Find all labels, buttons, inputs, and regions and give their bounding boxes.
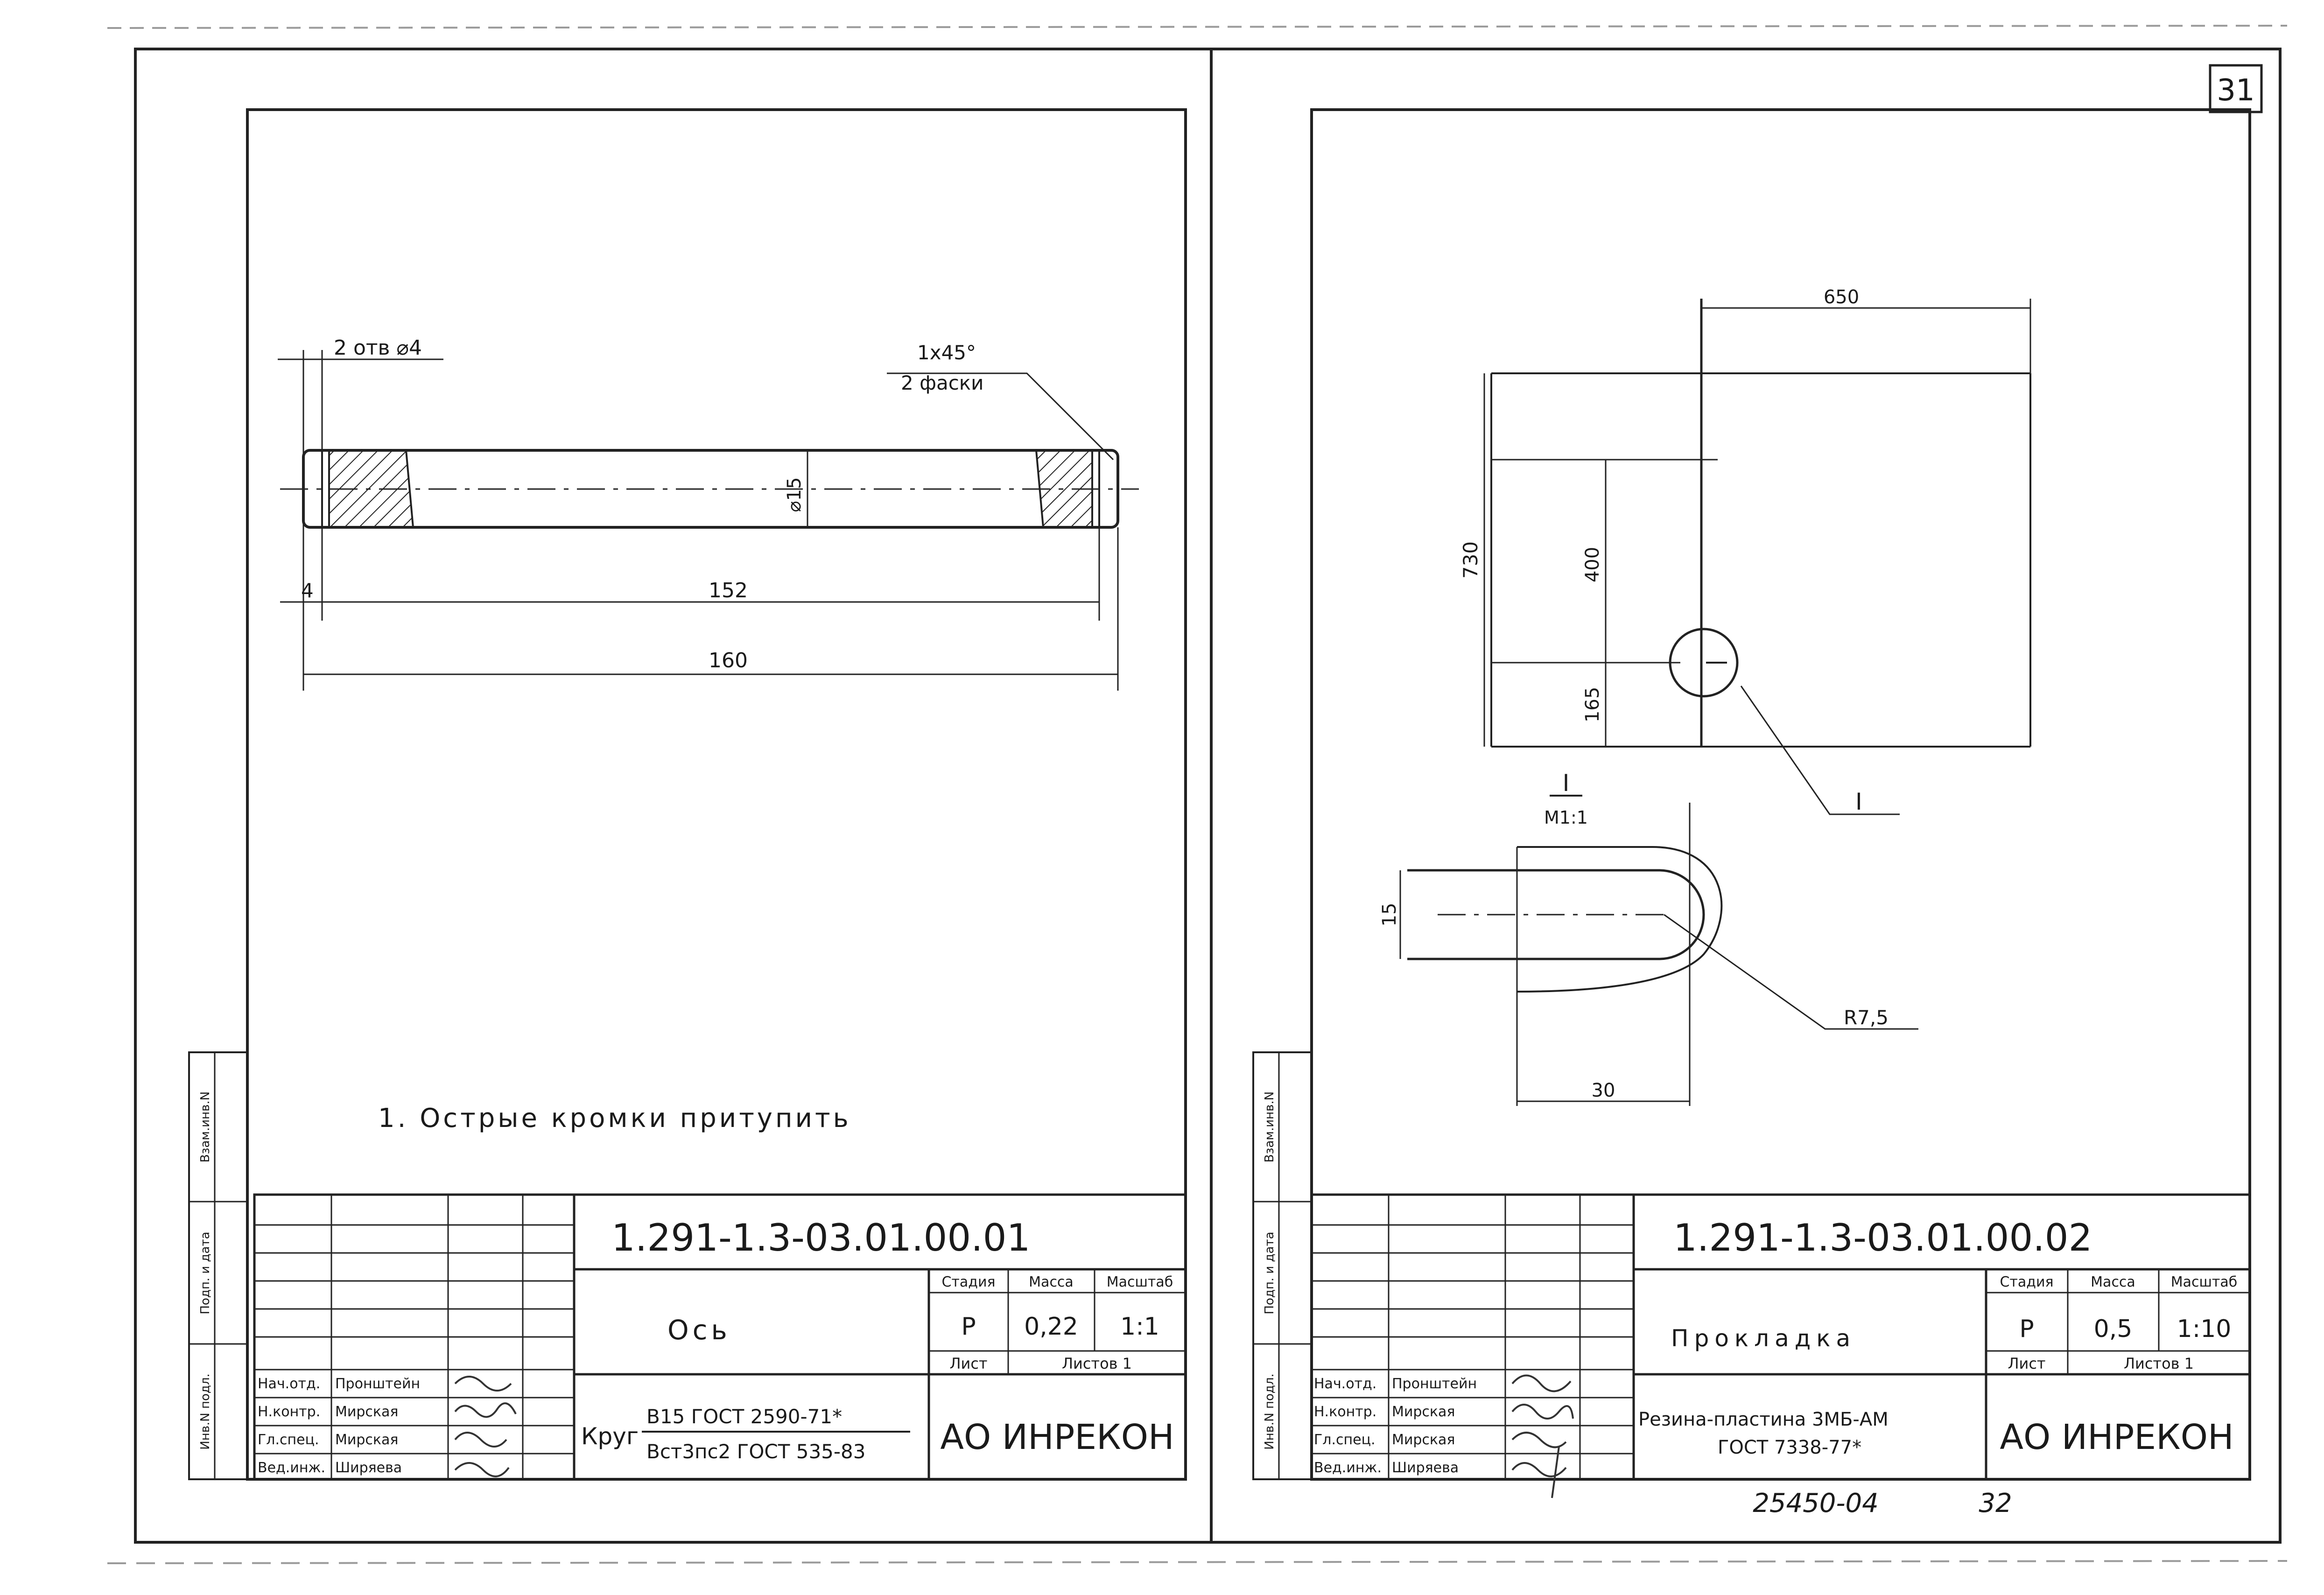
- left-title-block: [253, 1193, 1187, 1481]
- signature-name: Мирская: [335, 1404, 398, 1420]
- left-material-prefix: Круг: [581, 1423, 639, 1450]
- left-sheet: Взам.инв.N Подп. и дата Инв.N подл.: [188, 108, 1187, 1481]
- right-hatch-section: [1035, 449, 1093, 528]
- right-scale-header: Масштаб: [2171, 1274, 2238, 1290]
- page-number-box: 31: [2209, 64, 2263, 113]
- dim-400: 400: [1582, 547, 1603, 582]
- outer-frame: [134, 48, 2282, 1544]
- stamp-replace-inv: Взам.инв.N: [198, 1091, 212, 1162]
- signature-role: Гл.спец.: [258, 1432, 319, 1448]
- left-sheet-label: Лист: [949, 1355, 987, 1372]
- signature-name: Пронштейн: [335, 1376, 420, 1392]
- right-signatures: Нач.отд. Пронштейн Н.контр. Мирская Гл.с…: [1314, 1374, 1574, 1498]
- stamp-inv-original: Инв.N подл.: [198, 1373, 212, 1450]
- signature-role: Гл.спец.: [1314, 1432, 1376, 1448]
- chamfer-size: 1x45°: [917, 341, 976, 364]
- detail-slot: [1407, 869, 1705, 960]
- left-side-stamps: Взам.инв.N Подп. и дата Инв.N подл.: [188, 1051, 248, 1480]
- right-stage-header: Стадия: [2000, 1274, 2053, 1290]
- dim-165: 165: [1582, 687, 1603, 722]
- right-part-name: Прокладка: [1671, 1325, 1856, 1352]
- detail-round-end: [1517, 846, 1723, 993]
- chamfer-note: 2 фаски: [901, 371, 983, 394]
- dim-650: 650: [1824, 287, 1859, 308]
- signature-role: Н.контр.: [258, 1404, 320, 1420]
- axle-drawing: [278, 350, 1139, 691]
- right-sheets-label: Листов 1: [2124, 1355, 2194, 1372]
- left-note: 1. Острые кромки притупить: [378, 1103, 851, 1133]
- right-title-block: [1310, 1193, 2251, 1481]
- signature-name: Мирская: [1392, 1404, 1455, 1420]
- right-sheet: Взам.инв.N Подп. и дата Инв.N подл.: [1252, 108, 2251, 1498]
- signature-name: Ширяева: [1392, 1460, 1459, 1476]
- handwritten-signature: [1511, 1374, 1574, 1498]
- callout-label: I: [1855, 788, 1862, 815]
- left-company: АО ИНРЕКОН: [940, 1417, 1174, 1457]
- signature-role: Нач.отд.: [258, 1376, 320, 1392]
- right-designation: 1.291-1.3-03.01.00.02: [1673, 1216, 2092, 1259]
- right-material-top: Резина-пластина 3МБ-АМ: [1638, 1409, 1889, 1430]
- gasket-drawing: [1399, 299, 2031, 1106]
- signature-role: Вед.инж.: [1314, 1460, 1382, 1476]
- dim-160: 160: [709, 649, 748, 672]
- signature-role: Нач.отд.: [1314, 1376, 1376, 1392]
- left-material-bottom: Вст3пс2 ГОСТ 535-83: [646, 1440, 866, 1463]
- left-sheets-label: Листов 1: [1062, 1355, 1132, 1372]
- left-part-name: Ось: [667, 1314, 731, 1346]
- left-signatures: Нач.отд. Пронштейн Н.контр. Мирская Гл.с…: [258, 1376, 517, 1477]
- stamp-sign-date: Подп. и дата: [1263, 1231, 1277, 1314]
- left-mass: 0,22: [1024, 1313, 1078, 1341]
- handwritten-signature: [454, 1376, 517, 1477]
- right-stage: Р: [2019, 1315, 2034, 1343]
- right-company: АО ИНРЕКОН: [2000, 1417, 2233, 1457]
- right-sheet-label: Лист: [2008, 1355, 2045, 1372]
- signature-role: Н.контр.: [1314, 1404, 1376, 1420]
- holes-note: 2 отв ⌀4: [334, 336, 422, 360]
- left-designation: 1.291-1.3-03.01.00.01: [611, 1216, 1030, 1259]
- stamp-replace-inv: Взам.инв.N: [1263, 1091, 1277, 1162]
- page-number: 31: [2217, 73, 2254, 108]
- dim-152: 152: [709, 579, 748, 602]
- signature-name: Ширяева: [335, 1460, 402, 1476]
- left-scale-header: Масштаб: [1107, 1274, 1173, 1290]
- diameter-dim: ⌀15: [784, 477, 805, 512]
- radius-dim: R7,5: [1844, 1006, 1889, 1029]
- signature-name: Мирская: [335, 1432, 398, 1448]
- left-stage: Р: [961, 1313, 976, 1341]
- signature-name: Мирская: [1392, 1432, 1455, 1448]
- stamp-sign-date: Подп. и дата: [198, 1231, 212, 1314]
- footer-code: 25450-04: [1753, 1488, 1879, 1518]
- dim-4: 4: [301, 579, 314, 602]
- signature-name: Пронштейн: [1392, 1376, 1477, 1392]
- left-scale: 1:1: [1120, 1313, 1159, 1341]
- signature-role: Вед.инж.: [258, 1460, 325, 1476]
- dim-15: 15: [1379, 903, 1400, 927]
- stamp-inv-original: Инв.N подл.: [1263, 1373, 1277, 1450]
- right-mass: 0,5: [2094, 1315, 2133, 1343]
- right-material-bottom: ГОСТ 7338-77*: [1718, 1437, 1861, 1458]
- gasket-hole: [1669, 628, 1739, 698]
- left-stage-header: Стадия: [941, 1274, 995, 1290]
- footer-page: 32: [1979, 1488, 2012, 1518]
- detail-scale: М1:1: [1544, 807, 1588, 828]
- right-side-stamps: Взам.инв.N Подп. и дата Инв.N подл.: [1252, 1051, 1313, 1480]
- right-scale: 1:10: [2177, 1315, 2232, 1343]
- left-material-top: В15 ГОСТ 2590-71*: [646, 1405, 842, 1428]
- dim-30: 30: [1592, 1080, 1615, 1101]
- left-hatch-section: [328, 449, 414, 528]
- left-mass-header: Масса: [1029, 1274, 1074, 1290]
- right-mass-header: Масса: [2091, 1274, 2135, 1290]
- dim-730: 730: [1459, 541, 1482, 579]
- detail-label: I: [1563, 770, 1570, 797]
